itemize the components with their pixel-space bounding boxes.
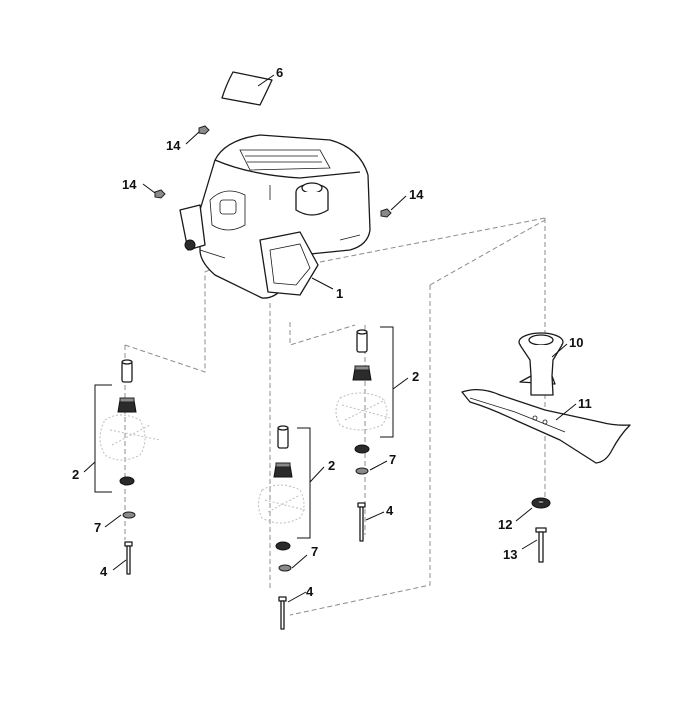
label-nut-right: 14 xyxy=(409,187,424,202)
cover-part xyxy=(221,71,273,106)
label-adapter: 10 xyxy=(569,335,583,350)
label-washer-right: 7 xyxy=(389,452,396,467)
label-mount-center: 2 xyxy=(328,458,335,473)
washer-left xyxy=(122,511,136,519)
nut-right xyxy=(380,208,392,218)
assembly-lines xyxy=(124,217,546,616)
label-mount-right: 2 xyxy=(412,369,419,384)
label-blade-bolt: 13 xyxy=(503,547,517,562)
washer-right xyxy=(355,467,369,475)
blade-adapter xyxy=(518,332,564,396)
label-nut-left: 14 xyxy=(122,177,137,192)
mount-center xyxy=(258,425,306,551)
label-bolt-left: 4 xyxy=(100,564,108,579)
label-bolt-center: 4 xyxy=(306,584,314,599)
label-washer-left: 7 xyxy=(94,520,101,535)
label-blade: 11 xyxy=(578,396,592,411)
blade-washer xyxy=(531,497,551,509)
engine xyxy=(179,134,371,299)
blade-bolt xyxy=(535,527,547,563)
bolt-left xyxy=(124,541,133,575)
label-mount-left: 2 xyxy=(72,467,79,482)
label-washer-center: 7 xyxy=(311,544,318,559)
bolt-right xyxy=(357,502,366,542)
bolt-center xyxy=(278,596,287,630)
nut-left xyxy=(154,189,166,199)
mower-blade xyxy=(461,388,631,464)
label-nut-top: 14 xyxy=(166,138,181,153)
washer-center xyxy=(278,564,292,572)
callout-labels: 1 6 14 14 14 2 2 2 7 7 7 4 4 4 10 11 12 … xyxy=(72,65,592,599)
mount-right xyxy=(335,329,391,454)
nut-top xyxy=(198,125,210,135)
label-bolt-right: 4 xyxy=(386,503,394,518)
label-cover: 6 xyxy=(276,65,283,80)
mount-left xyxy=(99,359,161,486)
label-engine: 1 xyxy=(336,286,343,301)
label-blade-washer: 12 xyxy=(498,517,512,532)
leader-lines xyxy=(83,74,577,603)
